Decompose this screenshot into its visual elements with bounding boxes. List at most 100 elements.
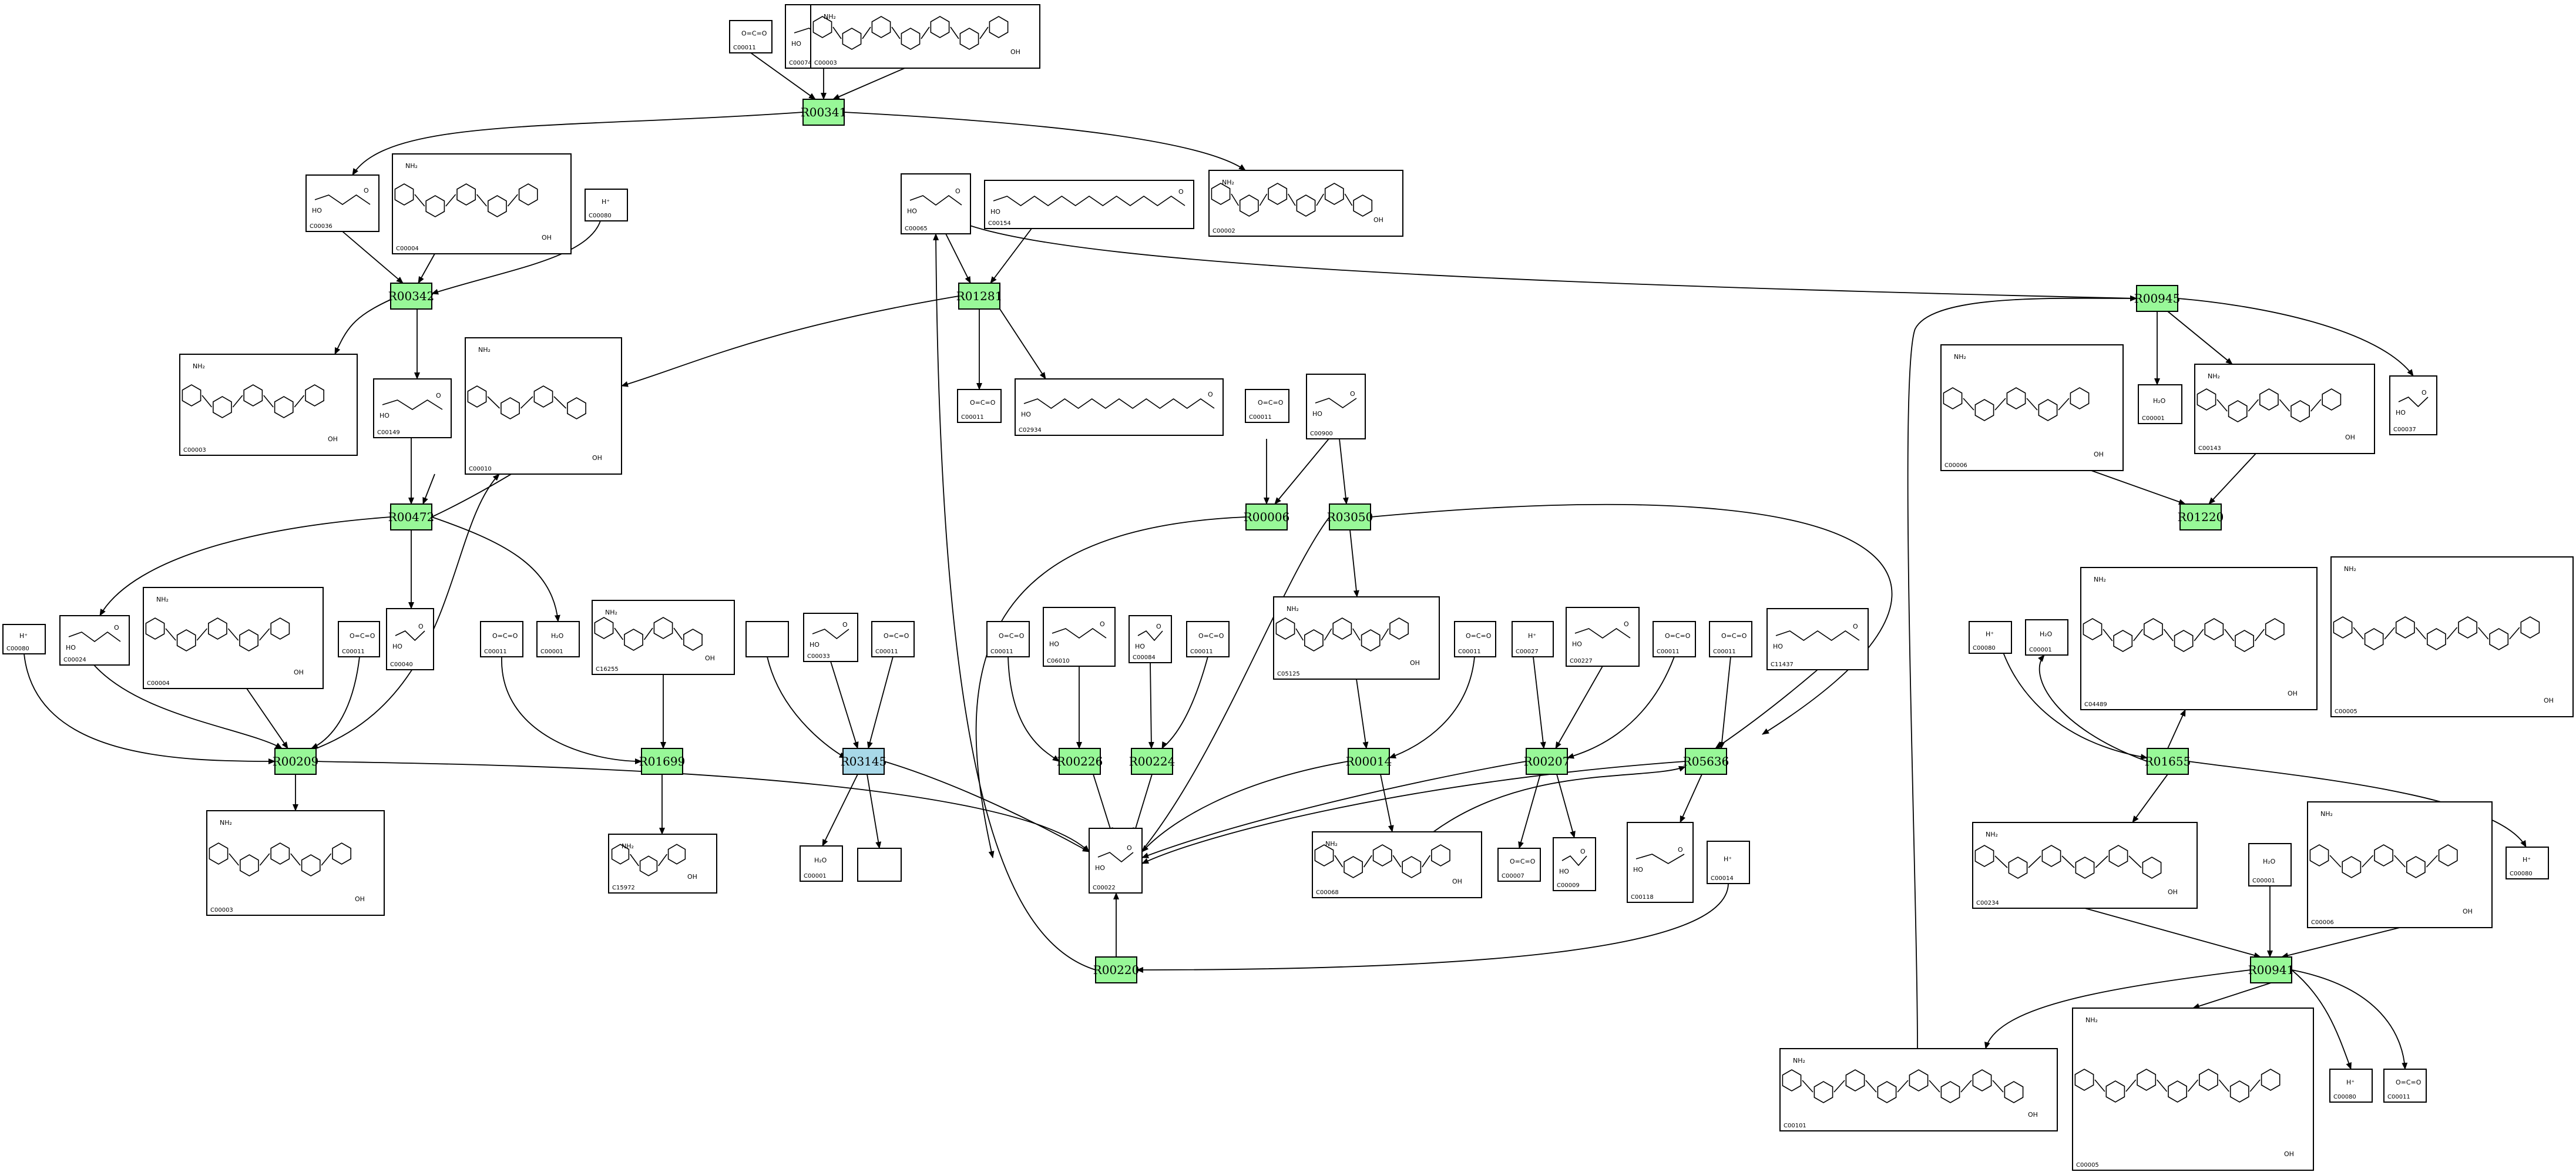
- compound-node[interactable]: [745, 621, 789, 657]
- reaction-node-r00472[interactable]: R00472: [388, 503, 435, 530]
- reaction-node-r03145[interactable]: R03145: [841, 748, 887, 775]
- compound-node[interactable]: H⁺C00014: [1707, 841, 1750, 884]
- reaction-node-r01220[interactable]: R01220: [2178, 503, 2224, 530]
- compound-structure-icon: HOO: [1049, 620, 1107, 648]
- reaction-node-r00224[interactable]: R00224: [1129, 748, 1176, 775]
- reaction-node-r00209[interactable]: R00209: [273, 748, 319, 775]
- reaction-edge: [1680, 774, 1702, 823]
- reaction-node-r00342[interactable]: R00342: [388, 283, 435, 310]
- svg-text:O: O: [1208, 391, 1213, 398]
- compound-node[interactable]: [857, 848, 902, 882]
- reaction-edge: [1339, 438, 1349, 505]
- svg-text:OH: OH: [687, 873, 697, 881]
- compound-node[interactable]: H⁺C00080: [585, 189, 628, 221]
- svg-text:HO: HO: [66, 644, 76, 652]
- reaction-node-r00341[interactable]: R00341: [801, 99, 847, 126]
- reaction-node-r00006[interactable]: R00006: [1244, 503, 1290, 530]
- reaction-node-r00207[interactable]: R00207: [1524, 748, 1570, 775]
- reaction-node-r01655[interactable]: R01655: [2145, 748, 2191, 775]
- svg-text:O: O: [436, 392, 441, 399]
- reaction-node-r00226[interactable]: R00226: [1057, 748, 1103, 775]
- compound-node[interactable]: H⁺C00027: [1512, 621, 1554, 657]
- compound-node[interactable]: H⁺C00080: [2329, 1069, 2373, 1103]
- compound-node[interactable]: H⁺C00080: [2506, 847, 2549, 879]
- reaction-node-r00941[interactable]: R00941: [2248, 956, 2295, 983]
- reaction-node-r01281[interactable]: R01281: [956, 283, 1003, 310]
- compound-structure-icon: H₂O: [551, 632, 564, 640]
- svg-text:OH: OH: [2345, 434, 2355, 441]
- reaction-edge: [933, 233, 1096, 970]
- compound-node[interactable]: H⁺C00080: [1969, 621, 2012, 654]
- reaction-node-r00014[interactable]: R00014: [1346, 748, 1392, 775]
- reaction-node-r05636[interactable]: R05636: [1683, 748, 1729, 775]
- svg-text:O: O: [1127, 844, 1132, 852]
- svg-text:O: O: [1580, 848, 1586, 855]
- reaction-edge: [2167, 709, 2186, 749]
- svg-text:OH: OH: [2463, 908, 2473, 915]
- reaction-node-r03050[interactable]: R03050: [1327, 503, 1373, 530]
- compound-node[interactable]: H⁺C00080: [2, 624, 46, 654]
- reaction-node-r01699[interactable]: R01699: [639, 748, 686, 775]
- reaction-node-r00945[interactable]: R00945: [2134, 285, 2181, 312]
- reaction-node-r00220[interactable]: R00220: [1093, 956, 1140, 983]
